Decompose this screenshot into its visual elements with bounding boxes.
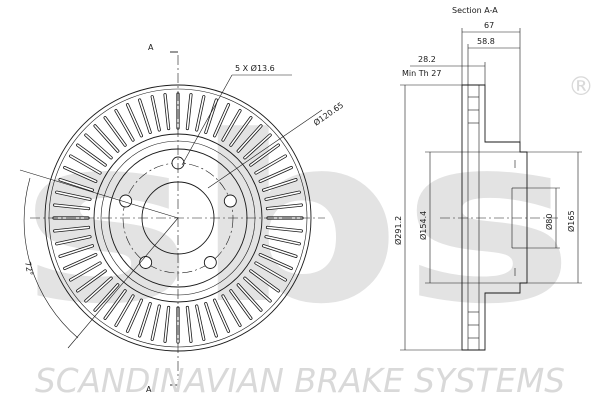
vent-slot-inner (195, 95, 205, 131)
vent-slot-inner (53, 204, 90, 210)
vent-slot-inner (69, 262, 101, 281)
vent-slot-inner (94, 284, 119, 311)
vent-slot-inner (164, 93, 170, 130)
bolt-hole (119, 194, 133, 208)
bolt-hole (203, 256, 217, 269)
vent-slot-inner (213, 299, 230, 333)
bolt-callout-leader (181, 74, 233, 166)
vent-slot-inner (222, 109, 241, 141)
overall-thickness-label: 67 (484, 21, 494, 30)
vent-slot-inner (76, 144, 106, 166)
vent-slot-inner (244, 134, 271, 159)
front-view: A A 5 X Ø13.6 Ø120.65 72° (19, 43, 345, 394)
vent-slot-inner (230, 116, 252, 146)
min-thickness-label: Min Th 27 (402, 69, 441, 78)
angle-leader-2 (67, 217, 179, 349)
vent-slot-inner (151, 95, 161, 131)
disc-thickness-label: 28.2 (418, 55, 436, 64)
vent-slot-inner (230, 290, 252, 320)
vent-slot-inner (250, 144, 280, 166)
vent-slot-inner (94, 125, 119, 152)
vent-slot-inner (59, 178, 94, 191)
vent-slots (52, 92, 304, 344)
hat-outer-diameter-label: Ø154.4 (418, 211, 428, 240)
vent-slot-inner (237, 125, 262, 152)
vent-slot-inner (186, 306, 192, 343)
vent-slot-inner (69, 155, 101, 174)
vent-slot-inner (104, 116, 126, 146)
vent-slot-inner (55, 191, 91, 201)
vent-slot-inner (255, 155, 287, 174)
hat-height-label: 58.8 (477, 37, 495, 46)
bolt-hole (223, 194, 237, 208)
hat-diameter-label: Ø165 (566, 210, 576, 232)
section-title: Section A-A (452, 6, 498, 15)
vent-slot-inner (250, 270, 280, 292)
vent-slot-inner (205, 99, 218, 134)
vent-slot-inner (138, 99, 151, 134)
vent-slot-inner (126, 299, 143, 333)
vent-slot-inner (244, 277, 271, 302)
vent-slot-inner (262, 178, 297, 191)
pcd-callout-leader (207, 109, 323, 189)
vent-slot-inner (186, 93, 192, 130)
section-view: Section A-A Ø291.2 Ø15 (393, 6, 582, 351)
vent-slot-inner (53, 226, 90, 232)
vent-slot-inner (213, 103, 230, 137)
vent-slot-inner (262, 245, 297, 258)
vent-slot-inner (115, 295, 134, 327)
vent-slot-inner (259, 253, 293, 270)
bolt-hole (139, 256, 153, 269)
vent-slot-inner (265, 191, 301, 201)
vent-slot-inner (237, 284, 262, 311)
vent-slot-inner (151, 305, 161, 341)
vent-slot-inner (205, 302, 218, 337)
vent-slot-inner (222, 295, 241, 327)
vent-slot-inner (59, 245, 94, 258)
vent-slot-inner (85, 134, 112, 159)
vent-slot-inner (63, 166, 97, 183)
vent-slot-inner (76, 270, 106, 292)
vent-slot-inner (104, 290, 126, 320)
vent-slot-inner (63, 253, 97, 270)
vent-hatch (468, 96, 479, 339)
vent-slot-inner (55, 235, 91, 245)
section-mark-top: A (148, 43, 154, 52)
angle-leader-1 (19, 169, 179, 219)
vent-slot-inner (255, 262, 287, 281)
vent-slot-inner (164, 306, 170, 343)
watermark-registered: ® (568, 72, 594, 102)
vent-slot-inner (265, 235, 301, 245)
outer-diameter-label: Ø291.2 (393, 216, 403, 245)
vent-slot-inner (266, 226, 303, 232)
vent-slot-inner (138, 302, 151, 337)
angle-arc (23, 177, 79, 339)
watermark-logo: sbs (20, 88, 575, 355)
vent-slot-inner (115, 109, 134, 141)
vent-slot-inner (85, 277, 112, 302)
vent-slot-inner (195, 305, 205, 341)
watermark-company: SCANDINAVIAN BRAKE SYSTEMS (35, 361, 565, 400)
angle-label: 72° (23, 261, 34, 277)
center-bore-label: Ø80 (544, 214, 554, 230)
vent-slot-inner (126, 103, 143, 137)
vent-slot-inner (266, 204, 303, 210)
section-mark-bottom: A (146, 385, 152, 394)
bolt-holes-label: 5 X Ø13.6 (235, 63, 275, 73)
vent-slot-inner (259, 166, 293, 183)
